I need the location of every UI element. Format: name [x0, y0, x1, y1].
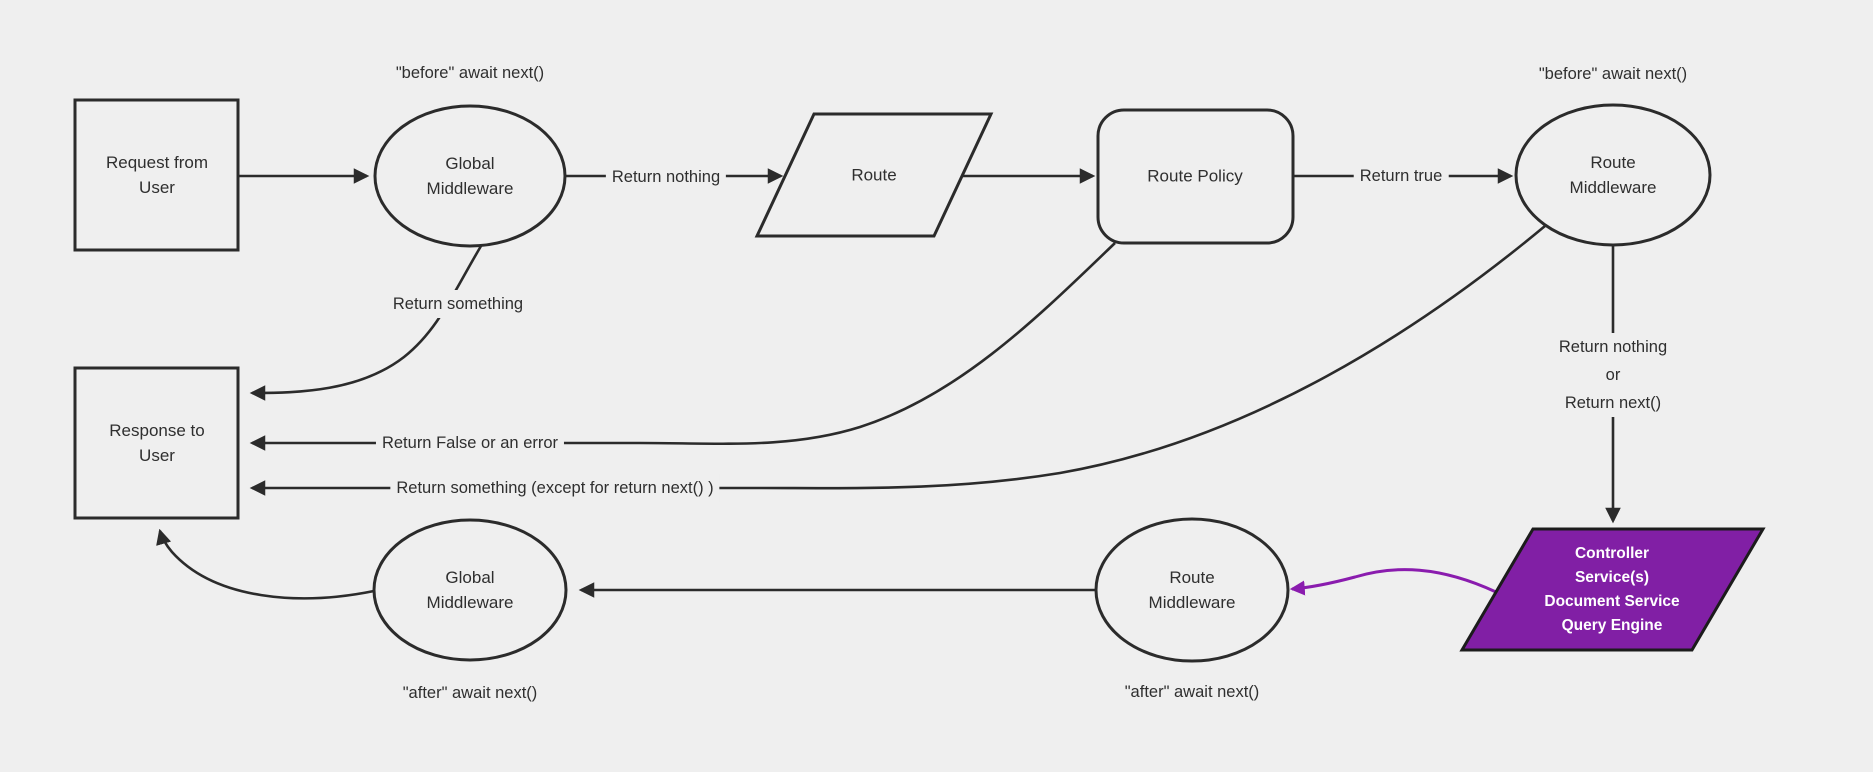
node-label-line: Query Engine	[1561, 617, 1663, 634]
edge-label-return-something-except: Return something (except for return next…	[390, 474, 720, 502]
node-controller-services	[1459, 527, 1766, 652]
edge-label-before-await-top-right: "before" await next()	[1538, 65, 1688, 83]
node-route	[754, 112, 994, 238]
edge-label-return-false-or-error: Return False or an error	[375, 429, 565, 457]
node-label-line: Middleware	[1148, 593, 1236, 612]
edge-label-line: or	[1605, 366, 1621, 384]
node-label-line: Global	[445, 154, 495, 173]
node-label-route-middleware-top: Route Middleware	[1570, 150, 1657, 200]
edge-label-line: Return next()	[1564, 394, 1662, 412]
node-label-line: User	[139, 446, 175, 465]
edge-label-after-await-bottom-left: "after" await next()	[402, 684, 538, 702]
edge-label-return-true: Return true	[1353, 162, 1449, 190]
edge-label-return-nothing-or-next: Return nothing or Return next()	[1552, 333, 1674, 417]
node-label-line: Middleware	[426, 179, 514, 198]
edge-global-middleware-return-something	[249, 245, 483, 401]
node-label-line: Controller	[1574, 545, 1650, 562]
edge-label-return-nothing: Return nothing	[605, 163, 727, 191]
node-label-response-to-user: Response to User	[109, 418, 204, 468]
node-global-middleware-top	[373, 104, 567, 248]
node-response-to-user	[73, 366, 240, 520]
node-label-line: Response to	[109, 421, 205, 440]
edge-route-middleware-return-something-except	[249, 225, 1546, 496]
node-route-middleware-bottom	[1094, 517, 1290, 663]
node-route-middleware-top	[1514, 103, 1712, 247]
node-label-controller-services: Controller Service(s) Document Service Q…	[1544, 542, 1679, 638]
node-label-line: Route	[1590, 153, 1636, 172]
node-label-request-from-user: Request from User	[106, 150, 208, 200]
node-label-line: Route	[1169, 568, 1215, 587]
node-label-route-middleware-bottom: Route Middleware	[1149, 565, 1236, 615]
node-label-line: Request from	[105, 153, 209, 172]
node-label-line: Service(s)	[1574, 569, 1650, 586]
edge-controller-to-route-middleware-bottom	[1289, 568, 1497, 596]
edge-label-after-await-bottom-right: "after" await next()	[1124, 683, 1260, 701]
node-label-line: Middleware	[1569, 178, 1657, 197]
node-label-line: User	[139, 178, 175, 197]
edge-route-policy-return-false	[249, 242, 1116, 451]
node-label-line: Global	[445, 568, 495, 587]
edge-global-middleware-to-response	[156, 528, 375, 600]
edge-label-before-await-top-left: "before" await next()	[395, 64, 545, 82]
node-label-global-middleware-bottom: Global Middleware	[427, 565, 514, 615]
node-route-policy	[1096, 108, 1295, 245]
node-label-route-policy: Route Policy	[1147, 166, 1243, 186]
node-label-line: Middleware	[426, 593, 514, 612]
node-label-line: Document Service	[1544, 593, 1680, 610]
edge-label-return-something: Return something	[386, 290, 530, 318]
node-label-route: Route	[851, 165, 897, 185]
edge-label-line: Return nothing	[1558, 338, 1668, 356]
node-global-middleware-bottom	[372, 518, 568, 662]
node-label-global-middleware-top: Global Middleware	[427, 151, 514, 201]
node-request-from-user	[73, 98, 240, 252]
